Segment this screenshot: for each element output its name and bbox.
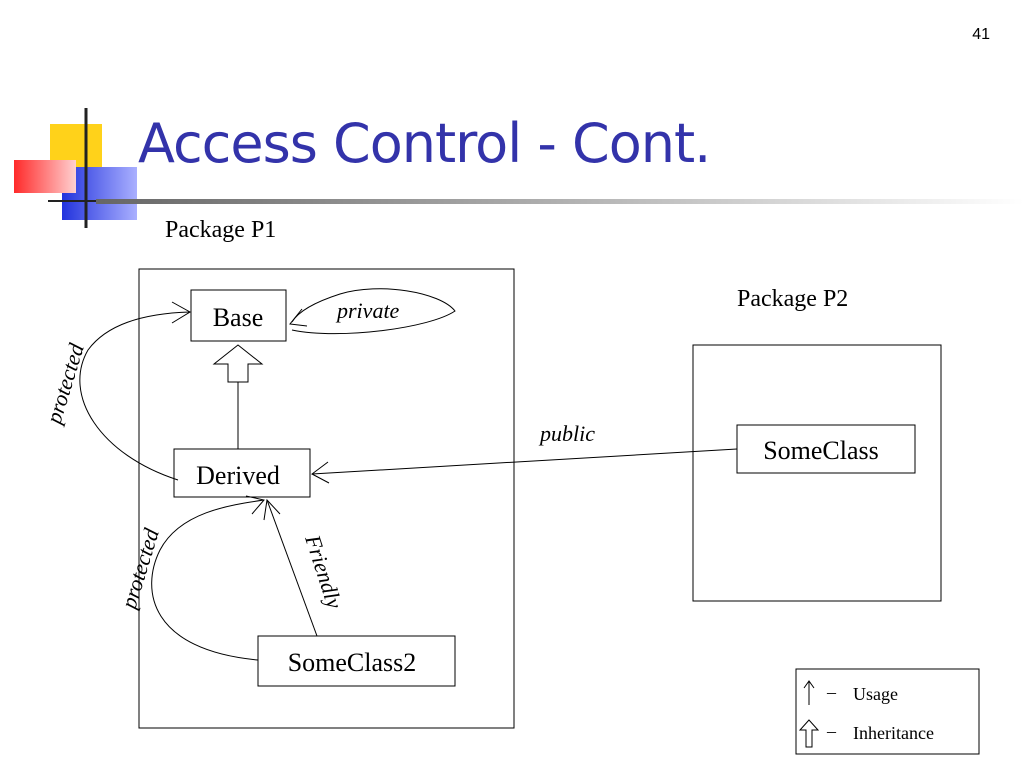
class-someclass-box	[736, 424, 916, 474]
package-p1-box	[138, 268, 515, 729]
class-base-box	[190, 289, 287, 342]
private-usage-arrow	[289, 288, 456, 335]
class-derived-label: Derived	[196, 461, 280, 490]
legend: – Usage – Inheritance	[795, 668, 980, 755]
class-derived-box	[173, 448, 311, 498]
page-number: 41	[972, 26, 990, 43]
logo-red-block	[14, 160, 76, 193]
class-someclass2-label: SomeClass2	[288, 648, 417, 677]
legend-usage-label: Usage	[853, 684, 898, 704]
public-label: public	[538, 421, 595, 446]
class-base-label: Base	[213, 303, 264, 332]
protected-bottom-arrowhead	[245, 495, 265, 515]
class-someclass2-box	[257, 635, 456, 687]
class-derived: Derived	[173, 448, 311, 498]
class-base: Base	[190, 289, 287, 342]
class-someclass2: SomeClass2	[257, 635, 456, 687]
package-p2-box	[692, 344, 942, 602]
friendly-label: Friendly	[300, 531, 348, 612]
public-arrowhead	[311, 461, 330, 484]
legend-inheritance-dash: –	[826, 721, 837, 741]
protected-usage-arrow-top	[79, 301, 191, 481]
friendly-arrowhead	[263, 498, 281, 521]
logo-decoration	[14, 108, 137, 228]
inheritance-arrow	[212, 344, 264, 449]
protected-top-arrowhead	[171, 301, 191, 324]
package-p2-label: Package P2	[737, 286, 848, 312]
slide-title: Access Control - Cont.	[138, 112, 711, 175]
friendly-usage-arrow	[263, 498, 318, 637]
legend-box	[795, 668, 980, 755]
legend-usage-dash: –	[826, 682, 837, 702]
protected-usage-arrow-bottom	[151, 495, 265, 661]
title-rule	[96, 199, 1024, 204]
legend-inheritance-arrow-icon	[798, 719, 820, 748]
private-arrowhead	[289, 308, 308, 327]
package-p1-label: Package P1	[165, 217, 276, 243]
protected-top-label: protected	[40, 340, 89, 429]
legend-usage-arrow-icon	[803, 680, 815, 705]
class-someclass: SomeClass	[736, 424, 916, 474]
legend-inheritance-label: Inheritance	[853, 723, 934, 743]
private-label: private	[335, 298, 400, 323]
inheritance-arrowhead	[212, 344, 264, 383]
protected-bottom-label: protected	[115, 525, 164, 614]
class-someclass-label: SomeClass	[763, 436, 879, 465]
public-usage-arrow	[311, 448, 738, 484]
